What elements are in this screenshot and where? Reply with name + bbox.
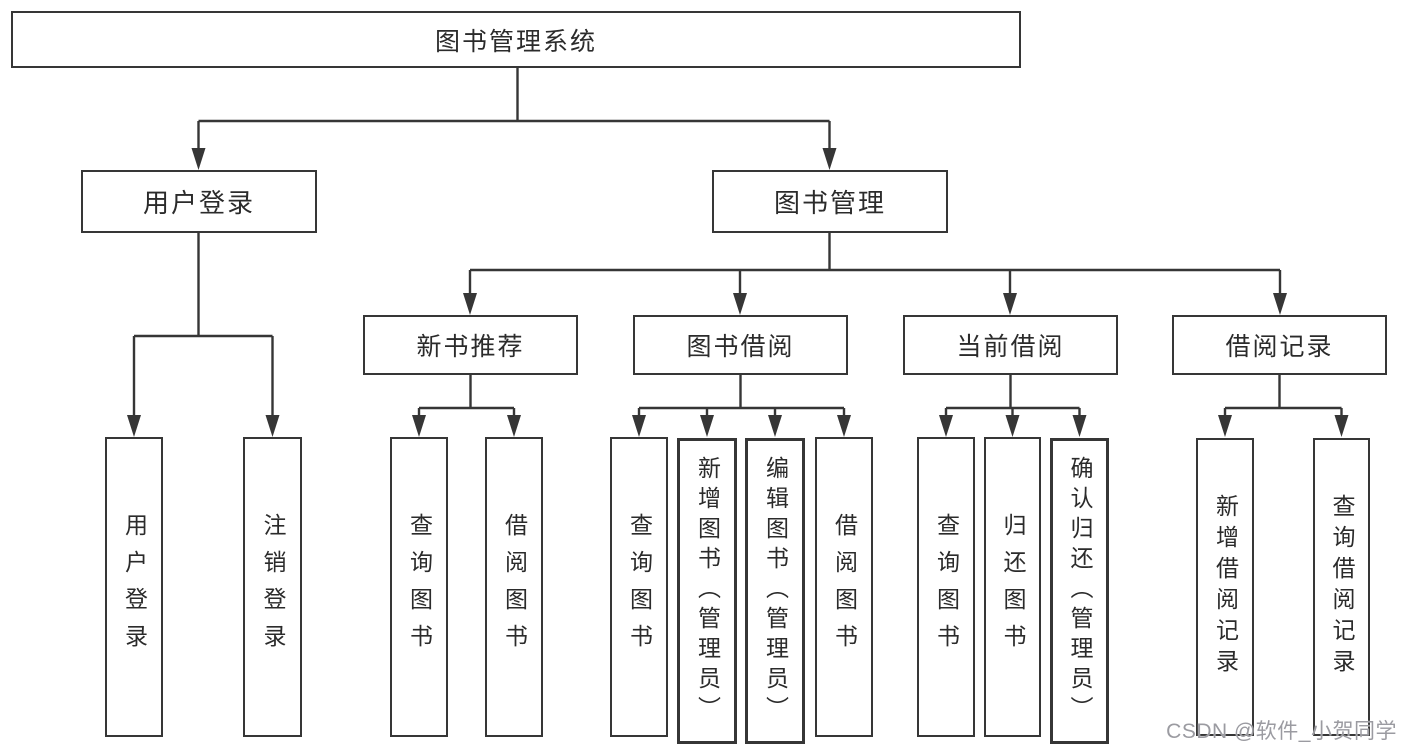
leaf-current-query-books: 查询图书 [917,437,975,737]
leaf-user-login: 用户登录 [105,437,163,737]
node-book-management: 图书管理 [712,170,948,233]
leaf-current-query-books-label: 查询图书 [933,513,960,661]
leaf-query-borrow-record: 查询借阅记录 [1313,438,1370,736]
leaf-user-login-label: 用户登录 [121,513,148,661]
node-book-borrow: 图书借阅 [633,315,848,375]
node-book-management-label: 图书管理 [773,188,886,218]
node-book-borrow-label: 图书借阅 [686,333,795,361]
leaf-edit-books-admin: 编辑图书（管理员） [745,438,805,744]
node-root-label: 图书管理系统 [434,27,597,56]
leaf-edit-books-admin-label: 编辑图书（管理员） [762,456,789,726]
node-current-borrow-label: 当前借阅 [956,333,1065,361]
leaf-borrow-query-books-label: 查询图书 [626,513,653,661]
csdn-watermark: CSDN @软件_小贺同学 [1166,720,1397,743]
leaf-borrow-books: 借阅图书 [815,437,873,737]
leaf-rec-query-books-label: 查询图书 [406,513,433,661]
leaf-logout: 注销登录 [243,437,302,737]
node-root: 图书管理系统 [11,11,1021,68]
leaf-return-books-label: 归还图书 [1000,513,1026,661]
node-new-book-recommend: 新书推荐 [363,315,578,375]
leaf-confirm-return-admin: 确认归还（管理员） [1050,438,1109,744]
node-current-borrow: 当前借阅 [903,315,1118,375]
leaf-add-books-admin: 新增图书（管理员） [677,438,737,744]
leaf-return-books: 归还图书 [984,437,1041,737]
leaf-borrow-books-label: 借阅图书 [831,513,858,661]
node-borrow-records-label: 借阅记录 [1225,333,1334,361]
leaf-rec-borrow-books: 借阅图书 [485,437,543,737]
leaf-query-borrow-record-label: 查询借阅记录 [1329,494,1355,680]
leaf-confirm-return-admin-label: 确认归还（管理员） [1067,456,1093,726]
leaf-add-books-admin-label: 新增图书（管理员） [694,456,721,726]
leaf-add-borrow-record-label: 新增借阅记录 [1212,494,1239,680]
leaf-add-borrow-record: 新增借阅记录 [1196,438,1254,736]
node-user-login: 用户登录 [81,170,317,233]
leaf-rec-query-books: 查询图书 [390,437,448,737]
leaf-logout-label: 注销登录 [260,513,286,661]
node-user-login-label: 用户登录 [142,188,255,218]
node-borrow-records: 借阅记录 [1172,315,1387,375]
leaf-rec-borrow-books-label: 借阅图书 [501,513,528,661]
leaf-borrow-query-books: 查询图书 [610,437,668,737]
node-new-book-recommend-label: 新书推荐 [416,333,525,361]
